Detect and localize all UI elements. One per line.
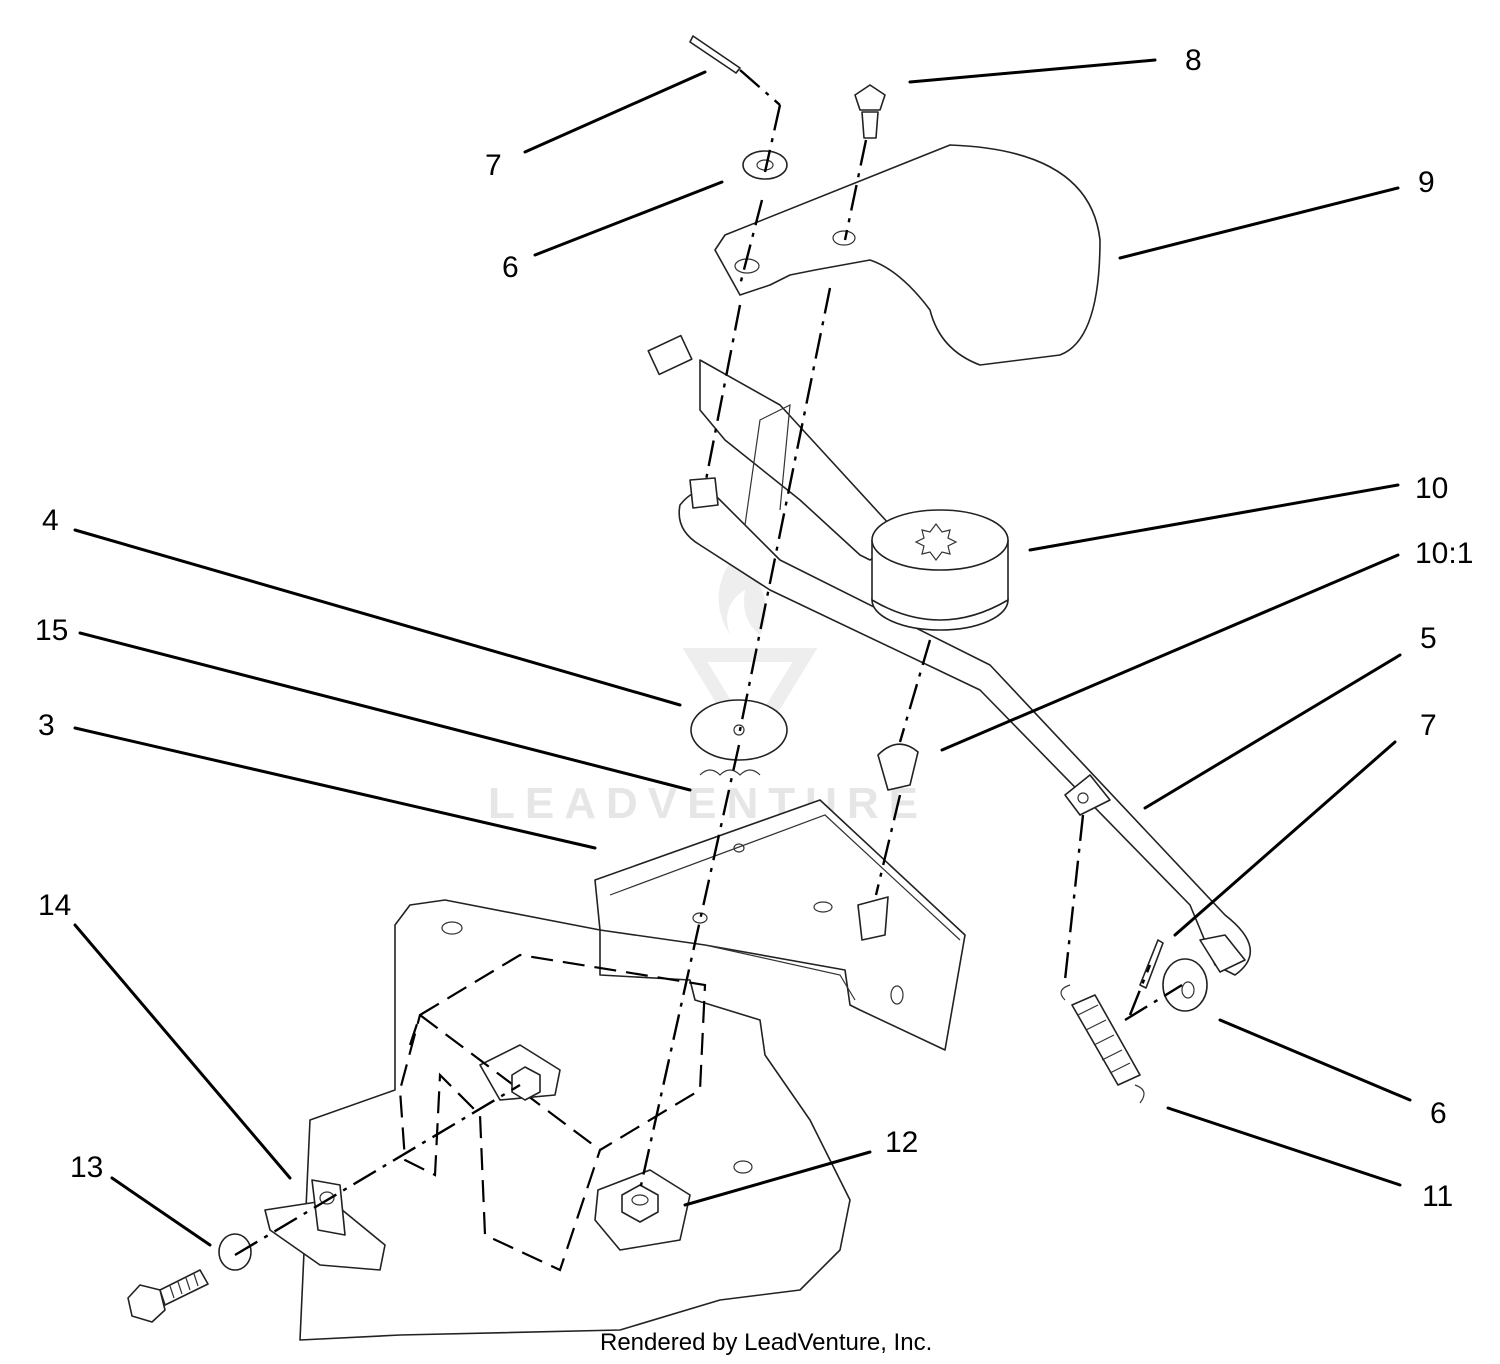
callouts: 7 8 9 6 10 10:1 4 15 5 3 7 14 6 12 13 11 — [35, 44, 1473, 1213]
control-rod — [647, 334, 1251, 976]
hex-nut-bracket — [511, 1066, 541, 1101]
base-frame — [299, 899, 851, 1341]
washer-top — [742, 150, 788, 180]
callout-11: 11 — [1422, 1180, 1453, 1213]
callout-10: 10 — [1415, 472, 1448, 505]
callout-6-right: 6 — [1430, 1097, 1447, 1130]
spring-clip — [699, 769, 761, 776]
cotter-pin-top — [689, 35, 741, 74]
assembly-axes — [234, 69, 1183, 1257]
hex-bolt-bottom — [127, 1269, 209, 1323]
bushing — [877, 743, 919, 791]
watermark-text: LEADVENTURE — [488, 779, 928, 828]
callout-5: 5 — [1420, 622, 1437, 655]
render-credit: Rendered by LeadVenture, Inc. — [600, 1329, 932, 1356]
hex-bolt-top — [854, 84, 886, 139]
callout-4: 4 — [42, 504, 59, 537]
cotter-pin-right — [1139, 939, 1164, 989]
callout-3: 3 — [38, 709, 55, 742]
callout-13: 13 — [70, 1151, 103, 1184]
pivot-bracket — [594, 799, 966, 1051]
callout-6-top: 6 — [502, 251, 519, 284]
callout-7-right: 7 — [1420, 709, 1437, 742]
callout-12: 12 — [885, 1126, 918, 1159]
pedal-hub — [871, 509, 1009, 631]
callout-8: 8 — [1185, 44, 1202, 77]
callout-9: 9 — [1418, 166, 1435, 199]
callout-14: 14 — [38, 889, 71, 922]
extension-spring — [1060, 984, 1145, 1104]
pivot-bushing — [264, 1179, 386, 1271]
leader-lines — [73, 58, 1412, 1247]
callout-15: 15 — [35, 614, 68, 647]
watermark: LEADVENTURE — [488, 555, 928, 828]
hidden-bracket — [398, 953, 707, 1272]
callout-10-1: 10:1 — [1415, 537, 1473, 570]
callout-7-top: 7 — [485, 149, 502, 182]
washer-right — [1162, 958, 1208, 1012]
washer-bottom — [218, 1233, 252, 1271]
